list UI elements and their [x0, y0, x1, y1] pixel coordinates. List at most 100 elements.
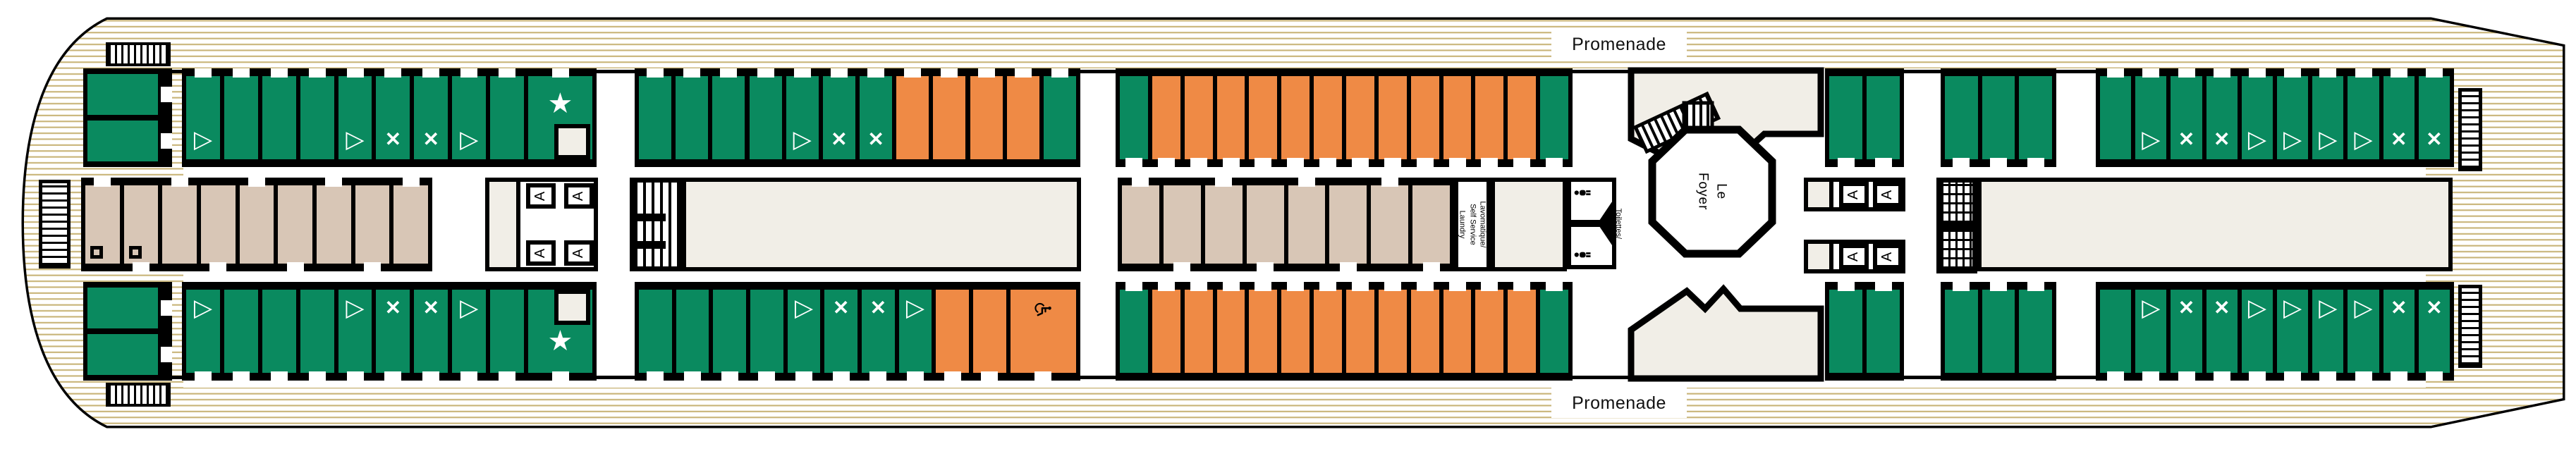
door-notch [830, 68, 848, 78]
cabin: ▷ [186, 76, 220, 159]
cabin [713, 290, 746, 373]
aft-mid-cabins-top [1941, 68, 2056, 167]
cabin: ▷ [2241, 290, 2273, 373]
cross-symbol: ✕ [867, 128, 884, 150]
promenade-label-bottom: Promenade [1572, 393, 1666, 413]
stair-treads [2462, 288, 2479, 364]
cabin [896, 76, 929, 159]
door-notch [2178, 68, 2195, 78]
door-notch [793, 68, 811, 78]
triangle-symbol: ▷ [193, 295, 213, 321]
door-notch [832, 371, 850, 381]
cabin [1982, 290, 2015, 373]
star-symbol: ★ [547, 87, 573, 119]
cabin [1945, 76, 1978, 159]
person-icon [1574, 187, 1591, 200]
stair-landing [1941, 221, 1972, 230]
cabin [224, 290, 258, 373]
door-notch [551, 68, 569, 78]
door-notch [2355, 68, 2372, 78]
door-notch [867, 68, 885, 78]
cabin: ✕ [414, 76, 448, 159]
cabin: ✕ [862, 290, 895, 373]
elevator-letter: A [1879, 252, 1896, 261]
door-notch [1546, 158, 1563, 167]
stairs-aft [1936, 178, 1977, 273]
cabin [87, 121, 158, 161]
cabin: ▷ [2277, 76, 2309, 159]
door-notch [194, 68, 212, 78]
door-notch [1351, 158, 1369, 167]
door-notch [1125, 158, 1142, 167]
door-notch [2213, 371, 2230, 381]
hatch-treads [109, 386, 168, 404]
cross-symbol: ✕ [2426, 297, 2443, 319]
triangle-symbol: ▷ [193, 126, 213, 153]
cabin [1540, 76, 1568, 159]
cabin [1867, 76, 1900, 159]
cabin [639, 290, 672, 373]
door-notch [1319, 282, 1337, 291]
elevator-box: A [1839, 244, 1869, 269]
door-notch [1837, 158, 1855, 167]
door-notch [270, 68, 288, 78]
corridor-aft [1977, 178, 2453, 271]
laundry-label: Lavomatique/ Self Service Laundry [1447, 178, 1498, 271]
cross-symbol: ✕ [2213, 297, 2230, 319]
cabin [676, 76, 709, 159]
door-notch [325, 178, 343, 187]
cabin: ▷ [787, 290, 821, 373]
stair-landing [635, 241, 666, 249]
door-notch [684, 371, 701, 381]
door-notch [904, 68, 922, 78]
triangle-symbol: ▷ [346, 295, 365, 321]
room-floor [1458, 182, 1487, 267]
cross-symbol: ✕ [2178, 128, 2195, 150]
cabin [201, 185, 236, 264]
triangle-symbol: ▷ [460, 126, 479, 153]
cabin: ▷ [452, 76, 487, 159]
cabin: ▷ [2241, 76, 2273, 159]
stern-stairs-top [2458, 88, 2482, 171]
cabin: ✕ [822, 76, 855, 159]
cabin: ▷ [452, 290, 487, 373]
cabin [1475, 76, 1504, 159]
promenade-label-top: Promenade [1572, 34, 1666, 54]
door-notch [1874, 158, 1892, 167]
cabin [1216, 76, 1245, 159]
cabin [1508, 76, 1537, 159]
cabin [1184, 290, 1213, 373]
elevator-letter: A [1845, 190, 1862, 199]
door-notch [1481, 282, 1498, 291]
elevator-letter: A [1845, 252, 1862, 261]
toilets-label: Toilettes/ Toilets [1591, 178, 1636, 269]
cabin: ✕ [860, 76, 893, 159]
door-notch [248, 178, 265, 187]
lobby-strip [1808, 182, 1833, 207]
elevator-letter: A [570, 191, 587, 201]
cabin [1371, 185, 1409, 264]
triangle-symbol: ▷ [2354, 295, 2373, 321]
door-notch [1416, 282, 1434, 291]
cabin [1249, 290, 1278, 373]
triangle-symbol: ▷ [794, 295, 814, 321]
cabin: ▷ [2312, 76, 2344, 159]
inside-cabins-forward [81, 178, 432, 271]
cabin [355, 185, 390, 264]
wheelchair-icon [1034, 301, 1052, 323]
door-notch [2027, 282, 2044, 291]
cabin: ▷ [786, 76, 819, 159]
cabin: ✕ [2206, 76, 2238, 159]
door-notch [194, 371, 212, 381]
cabin [317, 185, 351, 264]
cabin [676, 290, 709, 373]
door-notch [647, 68, 664, 78]
door-notch [1255, 282, 1272, 291]
cabin: ▷ [338, 290, 372, 373]
bow-hatch-top [106, 42, 171, 66]
door-notch [2390, 371, 2407, 381]
cross-symbol: ✕ [422, 128, 439, 150]
door-notch [161, 133, 172, 149]
door-notch [1257, 262, 1274, 271]
